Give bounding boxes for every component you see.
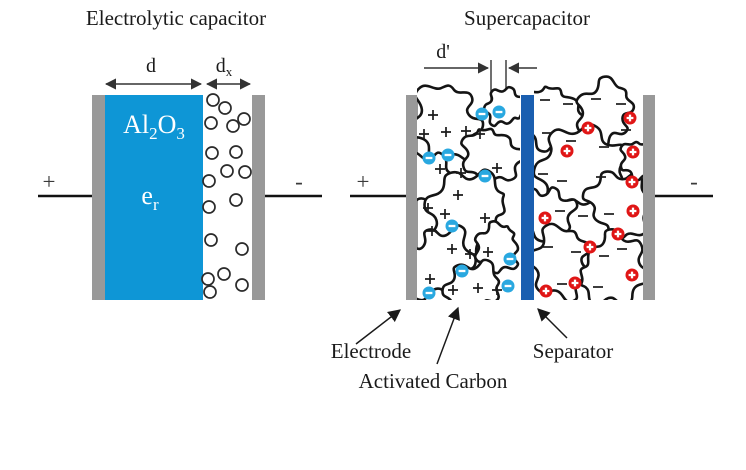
dimension-dx-annotation: dx <box>205 55 252 90</box>
super-left-electrode <box>406 95 418 300</box>
super-negative-terminal-sign: - <box>690 169 698 194</box>
supercapacitor-diagram: Supercapacitor d' + - <box>331 6 713 393</box>
left-positive-terminal-sign: + <box>43 169 56 194</box>
dimension-d-label: d <box>146 55 156 77</box>
dimension-dx-label: dx <box>216 55 233 79</box>
activated-carbon-label: Activated Carbon <box>359 369 508 393</box>
separator-membrane <box>521 95 534 300</box>
electrolyte-bubbles <box>201 93 252 299</box>
electrolytic-right-electrode <box>252 95 265 300</box>
dimension-dprime-label: d' <box>436 41 450 63</box>
dimension-d-annotation: d <box>104 55 203 90</box>
left-negative-terminal-sign: - <box>295 169 303 194</box>
al2o3-label: Al2O3 <box>123 110 185 143</box>
electrode-callout: Electrode <box>331 309 411 363</box>
super-right-electrode <box>643 95 655 300</box>
electrolytic-capacitor-title: Electrolytic capacitor <box>86 6 266 30</box>
electrode-label: Electrode <box>331 339 411 363</box>
dielectric-al2o3-layer <box>105 95 203 300</box>
separator-label: Separator <box>533 339 613 363</box>
relative-permittivity-label: er <box>141 181 159 214</box>
supercapacitor-title: Supercapacitor <box>464 6 590 30</box>
separator-callout: Separator <box>533 308 613 363</box>
super-positive-terminal-sign: + <box>357 169 370 194</box>
activated-carbon-callout: Activated Carbon <box>359 306 508 393</box>
electrolytic-left-electrode <box>92 95 105 300</box>
electrolytic-capacitor-diagram: Electrolytic capacitor d dx + - Al2O3 er <box>38 6 322 300</box>
